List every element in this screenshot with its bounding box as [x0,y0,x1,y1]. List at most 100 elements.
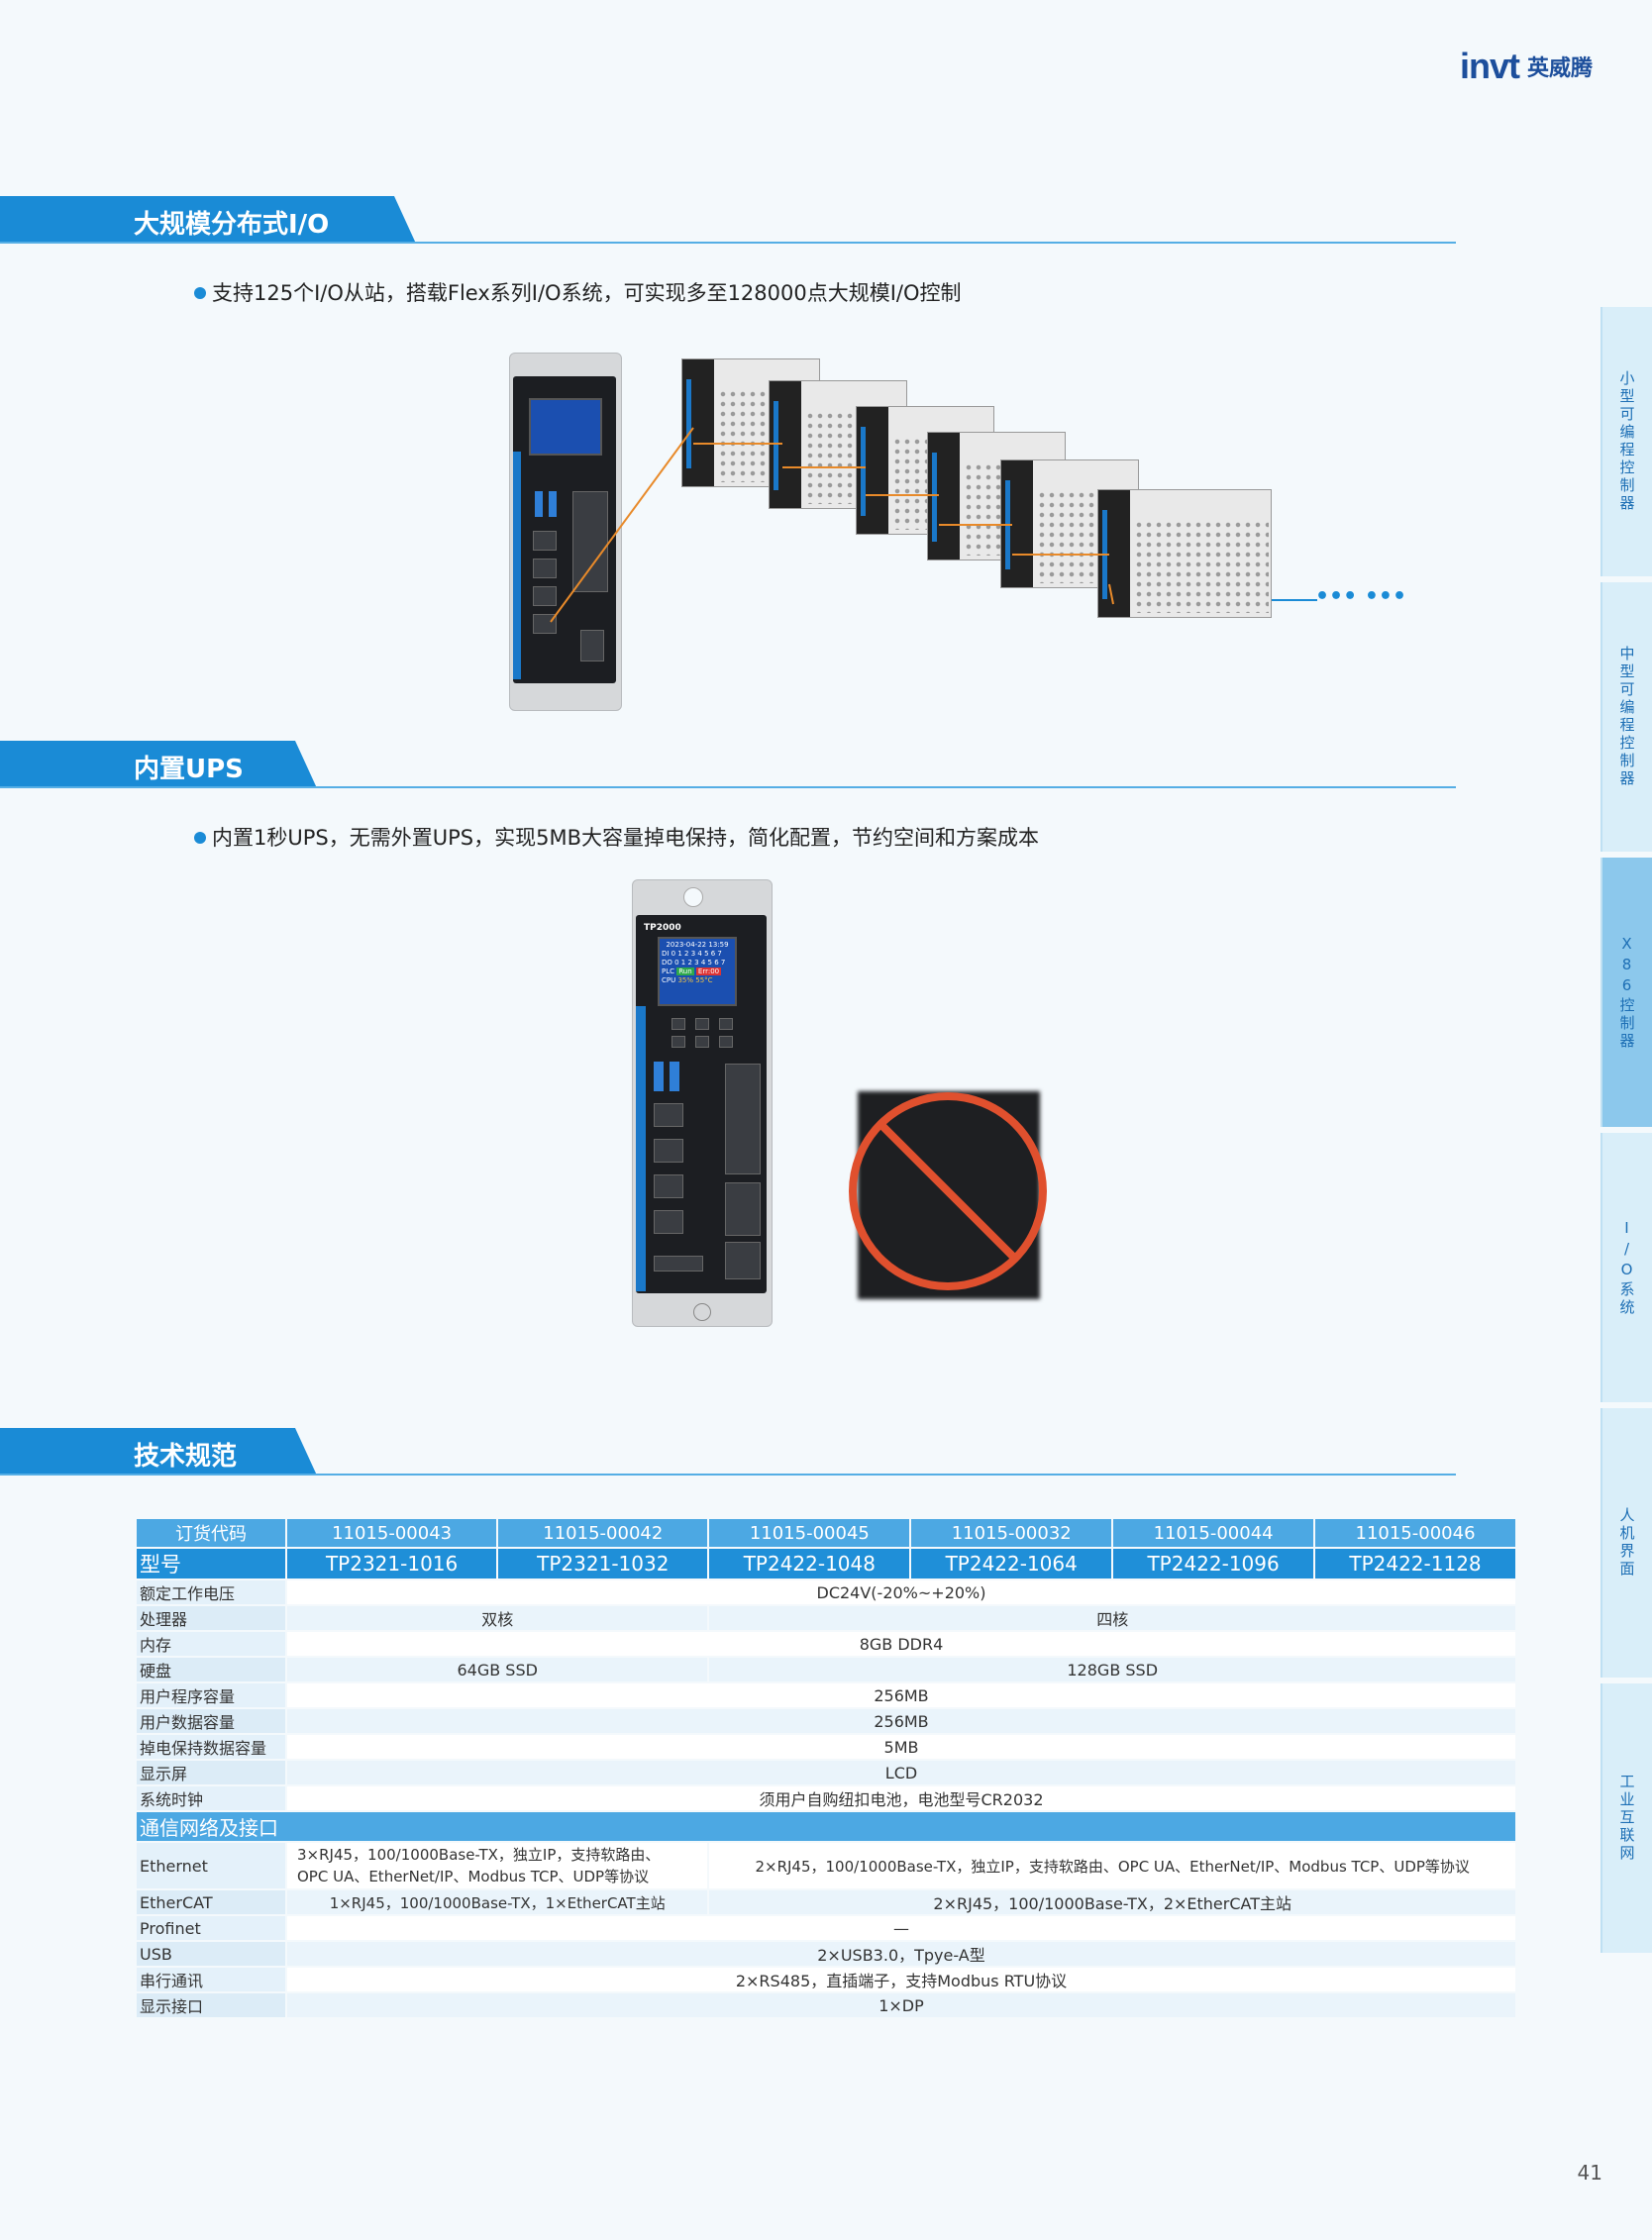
screen-cpu-label: CPU [662,976,676,984]
usb-port [670,1062,679,1091]
group-header-row: 通信网络及接口 [137,1812,1515,1841]
row-label: Ethernet [137,1843,285,1888]
rj45-port [533,531,557,551]
order-code-cell: 11015-00042 [498,1519,708,1547]
nav-key [695,1018,709,1030]
row-label: 串行通讯 [137,1968,285,1991]
section-header-spec: 技术规范 [0,1428,1456,1476]
row-value: 5MB [287,1735,1515,1759]
row-value-line: OPC UA、EtherNet/IP、Modbus TCP、UDP等协议 [297,1868,650,1885]
order-code-row: 订货代码 11015-00043 11015-00042 11015-00045… [137,1519,1515,1547]
section-title: 技术规范 [134,1442,238,1472]
table-row: 内存 8GB DDR4 [137,1632,1515,1656]
section-rule [0,242,1456,244]
row-value: 128GB SSD [709,1658,1515,1681]
table-row: 显示接口 1×DP [137,1993,1515,2017]
order-code-cell: 11015-00044 [1113,1519,1314,1547]
section-tab [0,1428,317,1476]
row-value: 四核 [709,1606,1515,1630]
sidenav-label: 小型可编程控制器 [1617,370,1636,513]
screen-cpu-temp: 55°C [695,976,713,984]
section-rule [0,786,1456,788]
row-value: — [287,1916,1515,1940]
table-row: 硬盘 64GB SSD 128GB SSD [137,1658,1515,1681]
mount-hole [683,887,703,907]
screen-cpu-load: 35% [677,976,694,984]
sidenav-item-x86[interactable]: X86控制器 [1600,858,1652,1127]
sidenav-item-medium-plc[interactable]: 中型可编程控制器 [1600,582,1652,852]
row-value: 256MB [287,1683,1515,1707]
row-label: Profinet [137,1916,285,1940]
bullet-dot [194,832,206,844]
row-value: 8GB DDR4 [287,1632,1515,1656]
io-bullet-text: 支持125个I/O从站，搭载Flex系列I/O系统，可实现多至128000点大规… [212,281,962,305]
device-screen: 2023-04-22 13:59 DI 0 1 2 3 4 5 6 7 DO 0… [658,937,737,1006]
section-title: 内置UPS [134,755,244,784]
brand-logo: invt 英威腾 [1460,46,1593,87]
nav-key [671,1036,685,1048]
sidenav-item-hmi[interactable]: 人机界面 [1600,1408,1652,1678]
model-row: 型号 TP2321-1016 TP2321-1032 TP2422-1048 T… [137,1549,1515,1578]
terminal-block [725,1182,761,1236]
row-value: 2×RJ45，100/1000Base-TX，独立IP，支持软路由、OPC UA… [709,1843,1515,1888]
model-cell: TP2422-1048 [709,1549,910,1578]
screen-datetime: 2023-04-22 13:59 [666,941,729,949]
screen-cpu-row: CPU 35% 55°C [662,976,733,985]
row-label: 处理器 [137,1606,285,1630]
row-label: 用户数据容量 [137,1709,285,1733]
sidenav-item-iiot[interactable]: 工业互联网 [1600,1683,1652,1953]
sidenav-item-small-plc[interactable]: 小型可编程控制器 [1600,307,1652,576]
order-code-cell: 11015-00032 [911,1519,1112,1547]
sidenav-item-io[interactable]: I/O系统 [1600,1133,1652,1402]
order-code-cell: 11015-00046 [1315,1519,1515,1547]
ups-bullet-text: 内置1秒UPS，无需外置UPS，实现5MB大容量掉电保持，简化配置，节约空间和方… [212,826,1039,850]
continuation-dots: ••• ••• [1315,584,1407,609]
rj45-port [654,1103,683,1127]
row-label: USB [137,1942,285,1966]
row-label: 硬盘 [137,1658,285,1681]
ground-symbol [693,1303,711,1321]
device-screen [529,398,602,456]
section-title: 大规模分布式I/O [134,210,330,240]
row-value: 2×RS485，直插端子，支持Modbus RTU协议 [287,1968,1515,1991]
invt-logo: invt [1459,46,1520,86]
sidenav-label: 工业互联网 [1617,1774,1636,1863]
row-label: 系统时钟 [137,1786,285,1810]
spec-table: 订货代码 11015-00043 11015-00042 11015-00045… [135,1517,1517,2019]
table-row: 用户程序容量 256MB [137,1683,1515,1707]
table-row: 处理器 双核 四核 [137,1606,1515,1630]
row-value: 双核 [287,1606,708,1630]
model-cell: TP2321-1032 [498,1549,708,1578]
rj45-port [654,1210,683,1234]
page-number: 41 [1577,2161,1602,2185]
section-tab [0,196,416,244]
sidenav-label: X86控制器 [1617,934,1636,1051]
nav-key [719,1018,733,1030]
dp-port [654,1256,703,1272]
table-row: Ethernet 3×RJ45，100/1000Base-TX，独立IP，支持软… [137,1843,1515,1888]
brand-name: 英威腾 [1526,56,1593,81]
order-code-label: 订货代码 [137,1519,285,1547]
row-value: LCD [287,1761,1515,1784]
row-label: 显示接口 [137,1993,285,2017]
rj45-port [533,614,557,634]
sidenav-label: 人机界面 [1617,1507,1636,1578]
terminal-block [725,1064,761,1174]
table-row: EtherCAT 1×RJ45，100/1000Base-TX，1×EtherC… [137,1890,1515,1914]
rj45-port [533,586,557,606]
nav-key [695,1036,709,1048]
section-header-ups: 内置UPS [0,741,1456,788]
row-label: 显示屏 [137,1761,285,1784]
row-value-line: 3×RJ45，100/1000Base-TX，独立IP，支持软路由、 [297,1846,661,1864]
device-stripe [513,452,521,679]
screen-plc-row: PLC Run Err:00 [662,967,733,976]
row-value: 256MB [287,1709,1515,1733]
controller-device-image [509,353,622,711]
nav-key [719,1036,733,1048]
group-header: 通信网络及接口 [137,1812,1515,1841]
power-terminal [580,630,604,662]
screen-do-row: DO 0 1 2 3 4 5 6 7 [662,959,726,967]
sidenav-label: I/O系统 [1617,1218,1636,1317]
table-row: 掉电保持数据容量 5MB [137,1735,1515,1759]
model-cell: TP2422-1096 [1113,1549,1314,1578]
